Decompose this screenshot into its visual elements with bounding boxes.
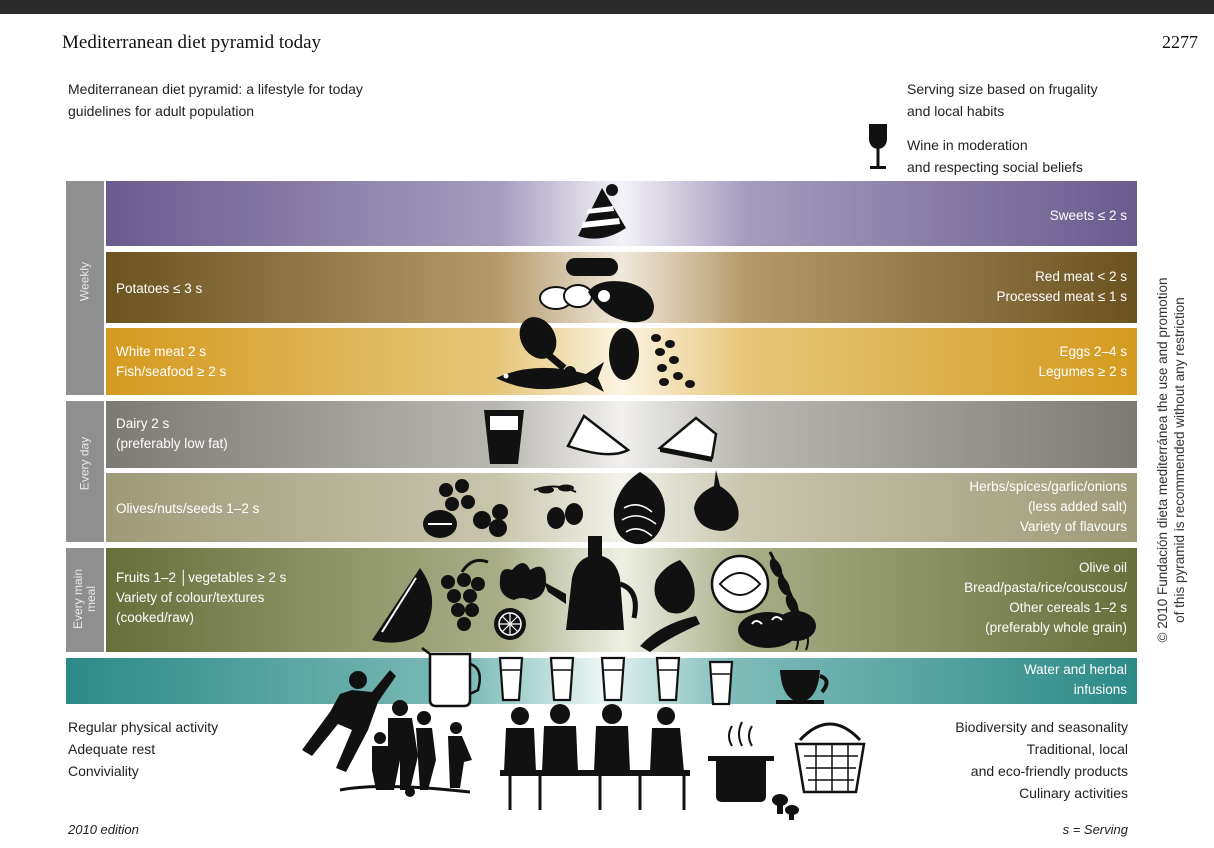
lifestyle-note-3: Conviviality: [68, 763, 139, 779]
watermelon-icon: [372, 568, 433, 643]
egg-icon: [609, 328, 639, 380]
artichoke-icon: [640, 560, 700, 652]
olives-icon: [533, 484, 583, 529]
sustainability-note-2: Traditional, local: [1026, 741, 1128, 757]
olive-oil-icon: [544, 536, 638, 630]
conviviality-icon: [500, 704, 690, 810]
oil-cereals-labels: Olive oil Bread/pasta/rice/couscous/ Oth…: [964, 560, 1127, 635]
white-meat-labels: White meat 2 s Fish/seafood ≥ 2 s: [116, 344, 227, 379]
cooking-pot-icon: [708, 721, 774, 802]
mushrooms-icon: [772, 794, 799, 820]
copyright-line-2: of this pyramid is recommended without a…: [1172, 297, 1187, 623]
onion-icon: [613, 472, 665, 545]
edition-label: 2010 edition: [68, 822, 139, 837]
sweets-label: Sweets ≤ 2 s: [1049, 208, 1127, 223]
heading-line-2: guidelines for adult population: [68, 103, 255, 119]
page-number: 2277: [1162, 32, 1198, 52]
serving-note-line-1: Serving size based on frugality: [907, 81, 1098, 97]
top-rule: [0, 0, 1214, 14]
legumes-icon: [651, 334, 695, 388]
water-labels: Water and herbal infusions: [1023, 662, 1127, 697]
lifestyle-note-2: Adequate rest: [68, 741, 156, 757]
serving-note-line-2: and local habits: [907, 103, 1005, 119]
nuts-icon: [423, 479, 508, 538]
running-title: Mediterranean diet pyramid today: [62, 32, 322, 53]
water-pitcher-icon: [421, 647, 481, 708]
cabbage-icon: [710, 554, 770, 614]
copyright-notice: © 2010 Fundación dieta mediterránea the …: [1149, 200, 1193, 720]
heading-line-1: Mediterranean diet pyramid: a lifestyle …: [68, 81, 363, 97]
side-every-main-meal: Every main meal: [66, 548, 104, 652]
potatoes-label: Potatoes ≤ 3 s: [116, 281, 203, 296]
serving-size-note: Serving size based on frugality and loca…: [907, 78, 1098, 122]
basket-icon: [794, 722, 866, 794]
yogurt-icon: [484, 410, 524, 464]
olives-label: Olives/nuts/seeds 1–2 s: [116, 501, 260, 516]
garlic-icon: [694, 470, 739, 531]
orange-slice-icon: [494, 608, 526, 640]
pyramid-heading: Mediterranean diet pyramid: a lifestyle …: [68, 78, 363, 122]
side-weekly: Weekly: [66, 181, 104, 395]
potatoes-icon: [539, 284, 593, 310]
cake-icon: [578, 184, 626, 239]
lifestyle-notes: Regular physical activity Adequate rest …: [68, 716, 218, 782]
steak-icon: [588, 281, 654, 323]
band-dairy: Dairy 2 s (preferably low fat): [106, 401, 1137, 468]
wine-note-line-2: and respecting social beliefs: [907, 159, 1083, 175]
cheese-icon: [566, 414, 718, 462]
dairy-labels: Dairy 2 s (preferably low fat): [116, 416, 228, 451]
sausage-icon: [566, 258, 618, 276]
wine-note: Wine in moderation and respecting social…: [907, 134, 1083, 178]
meat-labels: Red meat < 2 s Processed meat ≤ 1 s: [996, 269, 1127, 304]
eggs-legumes-labels: Eggs 2–4 s Legumes ≥ 2 s: [1038, 344, 1127, 379]
chicken-leg-icon: [519, 317, 576, 378]
side-every-day: Every day: [66, 401, 104, 542]
serving-key: s = Serving: [1062, 822, 1128, 837]
sustainability-note-4: Culinary activities: [1019, 785, 1128, 801]
copyright-line-1: © 2010 Fundación dieta mediterránea the …: [1155, 277, 1170, 643]
sustainability-note-1: Biodiversity and seasonality: [955, 719, 1128, 735]
water-glasses-icon: [498, 656, 734, 706]
sustainability-notes: Biodiversity and seasonality Traditional…: [955, 716, 1128, 804]
lifestyle-note-1: Regular physical activity: [68, 719, 219, 735]
bread-icon: [738, 611, 816, 648]
fruits-vegetables-labels: Fruits 1–2 │vegetables ≥ 2 s Variety of …: [116, 570, 287, 625]
physical-activity-icon: [302, 670, 472, 797]
tea-cup-icon: [776, 631, 829, 704]
herbs-labels: Herbs/spices/garlic/onions (less added s…: [969, 479, 1127, 534]
band-sweets: Sweets ≤ 2 s: [106, 181, 1137, 246]
fish-icon: [496, 362, 604, 392]
wine-glass-icon: [869, 124, 887, 169]
sustainability-note-3: and eco-friendly products: [970, 763, 1128, 779]
wine-note-line-1: Wine in moderation: [907, 137, 1028, 153]
apple-icon: [499, 563, 546, 600]
grapes-icon: [441, 558, 489, 631]
